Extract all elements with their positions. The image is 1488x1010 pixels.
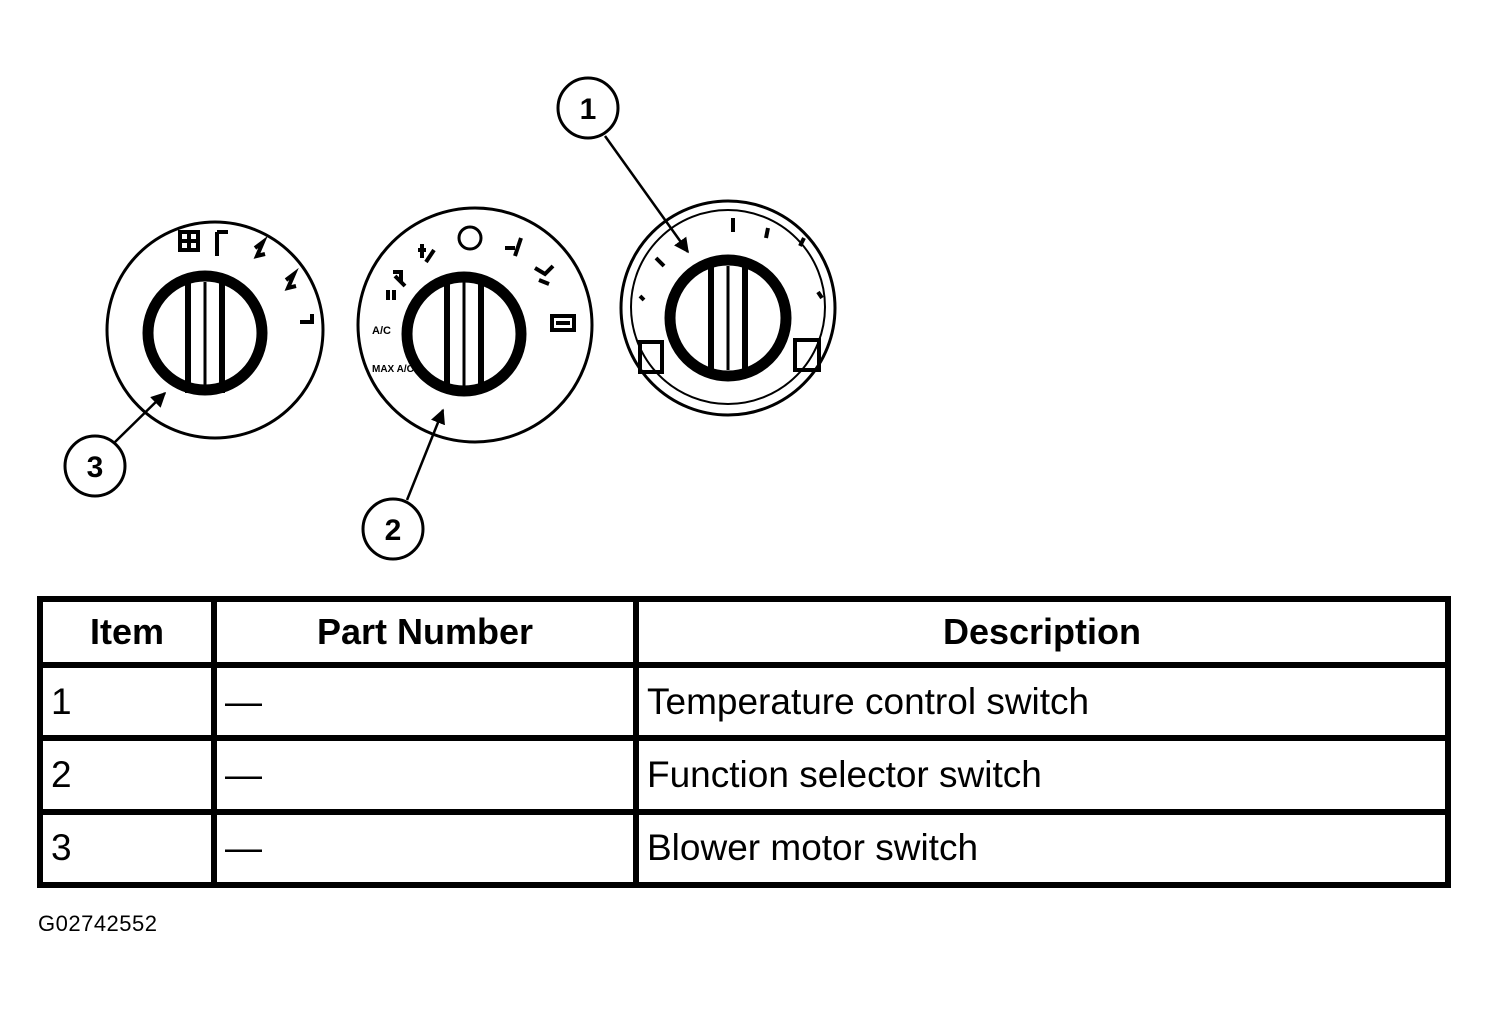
- callout-3: 3: [63, 391, 167, 498]
- item-cell: 3: [37, 808, 217, 889]
- part-number-cell: —: [211, 735, 639, 815]
- callout-2: 2: [361, 408, 445, 561]
- header-part-number: Part Number: [211, 596, 639, 668]
- off-position-icon: [457, 225, 483, 251]
- description-cell: Temperature control switch: [633, 661, 1451, 742]
- part-number-cell: —: [211, 661, 639, 742]
- temperature-control-switch: [619, 199, 837, 417]
- fan-speed-icons: [178, 230, 314, 324]
- table-row: 1 — Temperature control switch: [37, 661, 1451, 742]
- item-cell: 2: [37, 735, 217, 815]
- description-cell: Blower motor switch: [633, 808, 1451, 889]
- item-cell: 1: [37, 661, 217, 742]
- svg-text:1: 1: [580, 93, 597, 126]
- figure-code: G02742552: [38, 911, 158, 936]
- ac-label: A/C: [372, 325, 391, 337]
- function-selector-switch: A/C MAX A/C: [356, 206, 594, 444]
- svg-text:3: 3: [87, 451, 104, 484]
- table-row: 3 — Blower motor switch: [37, 808, 1451, 889]
- callout-1: 1: [556, 76, 690, 254]
- table-header-row: Item Part Number Description: [37, 596, 1451, 668]
- blower-motor-switch: [105, 220, 325, 440]
- part-number-cell: —: [211, 808, 639, 889]
- header-description: Description: [633, 596, 1451, 668]
- description-cell: Function selector switch: [633, 735, 1451, 815]
- header-item: Item: [37, 596, 217, 668]
- svg-text:2: 2: [385, 514, 402, 547]
- parts-legend-table: Item Part Number Description 1 — Tempera…: [37, 596, 1451, 889]
- max-ac-label: MAX A/C: [372, 364, 414, 375]
- airflow-mode-icons: [386, 237, 576, 332]
- temperature-scale-marks: [638, 218, 824, 374]
- table-row: 2 — Function selector switch: [37, 735, 1451, 815]
- hvac-control-diagram: A/C MAX A/C 1 2 3: [63, 76, 837, 561]
